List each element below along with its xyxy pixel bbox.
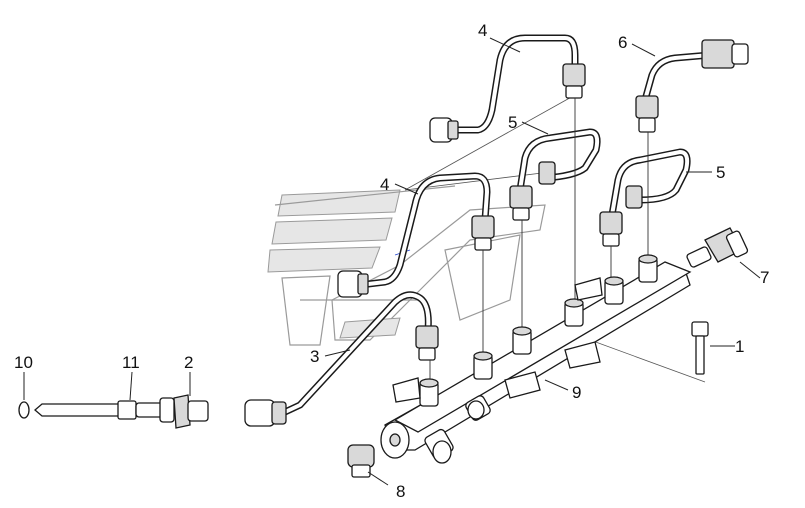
- callout-11: 11: [122, 353, 140, 372]
- fuel-rail: [380, 254, 692, 464]
- callout-7: 7: [760, 268, 769, 287]
- callout-5a: 5: [508, 113, 517, 132]
- injector-pipe: [34, 397, 175, 423]
- callout-4a: 4: [478, 21, 487, 40]
- pipe-4-upper: [429, 34, 586, 143]
- callout-5b: 5: [716, 163, 725, 182]
- alignment-lines: [429, 98, 649, 385]
- callout-3: 3: [310, 347, 319, 366]
- bolt: [691, 321, 709, 375]
- callout-9: 9: [572, 383, 581, 402]
- plug: [347, 444, 375, 478]
- callout-2: 2: [184, 353, 193, 372]
- callout-1: 1: [735, 337, 744, 356]
- callout-10: 10: [14, 353, 33, 372]
- pipe-4-lower: [337, 172, 495, 298]
- callout-labels: 4 6 5 4 5 7 1 9 3 8 10 11 2: [14, 21, 769, 501]
- pressure-sensor: [686, 227, 749, 268]
- leader-lines: [23, 37, 761, 486]
- callout-6: 6: [618, 33, 627, 52]
- callout-8: 8: [396, 482, 405, 501]
- watermark-logo: [267, 185, 546, 346]
- pipe-6: [635, 39, 749, 133]
- pipe-5-right: [599, 148, 691, 247]
- callout-4b: 4: [380, 175, 389, 194]
- pipe-5-middle: [509, 128, 601, 221]
- union-nut: [173, 394, 209, 429]
- seal-ring: [18, 401, 30, 419]
- pipe-3: [244, 291, 439, 427]
